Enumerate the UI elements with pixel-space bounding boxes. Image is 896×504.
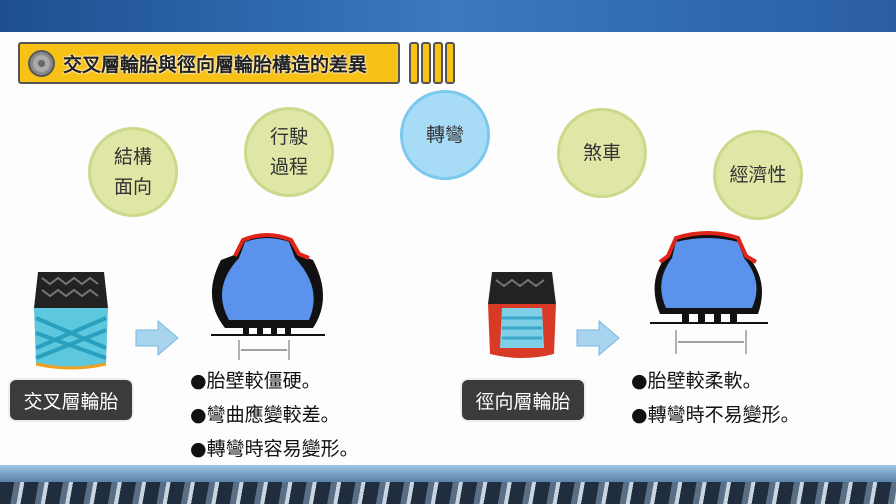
- radial-tire-image: [488, 272, 556, 358]
- topic-label: 經濟性: [729, 163, 787, 186]
- wheel-icon: [28, 49, 55, 77]
- bias-point: ●轉彎時容易變形。: [190, 438, 359, 460]
- topic-label: 過程: [269, 156, 308, 178]
- page-title: 交叉層輪胎與徑向層輪胎構造的差異: [63, 53, 368, 76]
- topic-label: 轉彎: [425, 123, 464, 146]
- bias-tire-image: [34, 272, 108, 370]
- topic-driving[interactable]: 行駛過程: [244, 107, 334, 197]
- topic-label: 煞車: [582, 141, 621, 164]
- topic-economy[interactable]: 經濟性: [713, 130, 803, 220]
- title-bar: 交叉層輪胎與徑向層輪胎構造的差異: [18, 42, 400, 84]
- topic-braking[interactable]: 煞車: [557, 108, 647, 198]
- topic-label: 面向: [113, 176, 152, 198]
- arrow-right-icon: [576, 319, 620, 357]
- bias-tire-label: 交叉層輪胎: [10, 380, 132, 420]
- radial-point: ●轉彎時不易變形。: [631, 404, 800, 426]
- title-decoration: [409, 42, 455, 84]
- top-banner: [0, 0, 896, 32]
- mountain-footer-image: [0, 465, 896, 504]
- topic-structure[interactable]: 結構面向: [88, 127, 178, 217]
- bias-point: ●胎壁較僵硬。: [190, 370, 321, 392]
- arrow-right-icon: [135, 319, 179, 357]
- topic-label: 行駛: [269, 125, 308, 148]
- radial-point: ●胎壁較柔軟。: [631, 370, 762, 392]
- radial-tire-cross-section: [650, 231, 768, 354]
- bias-point: ●彎曲應變較差。: [190, 404, 340, 426]
- topic-label: 結構: [113, 145, 152, 168]
- bias-tire-cross-section: [211, 233, 325, 360]
- radial-tire-label: 徑向層輪胎: [462, 380, 584, 420]
- topic-cornering[interactable]: 轉彎: [400, 90, 490, 180]
